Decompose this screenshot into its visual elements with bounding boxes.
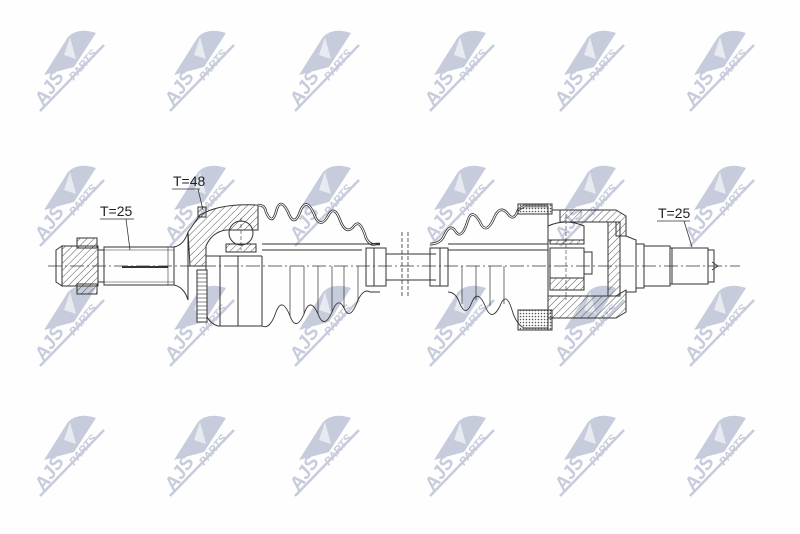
outer-spline-shaft [55,231,189,301]
outer-cv-joint [187,204,263,327]
label-outer-spline-teeth: T=25 [100,203,133,219]
inner-tripod-joint [517,203,627,331]
inner-spline-shaft [625,235,719,293]
label-inner-spline-teeth: T=25 [658,205,691,221]
label-abs-ring-teeth: T=48 [173,173,206,189]
dimension-labels [100,188,693,251]
